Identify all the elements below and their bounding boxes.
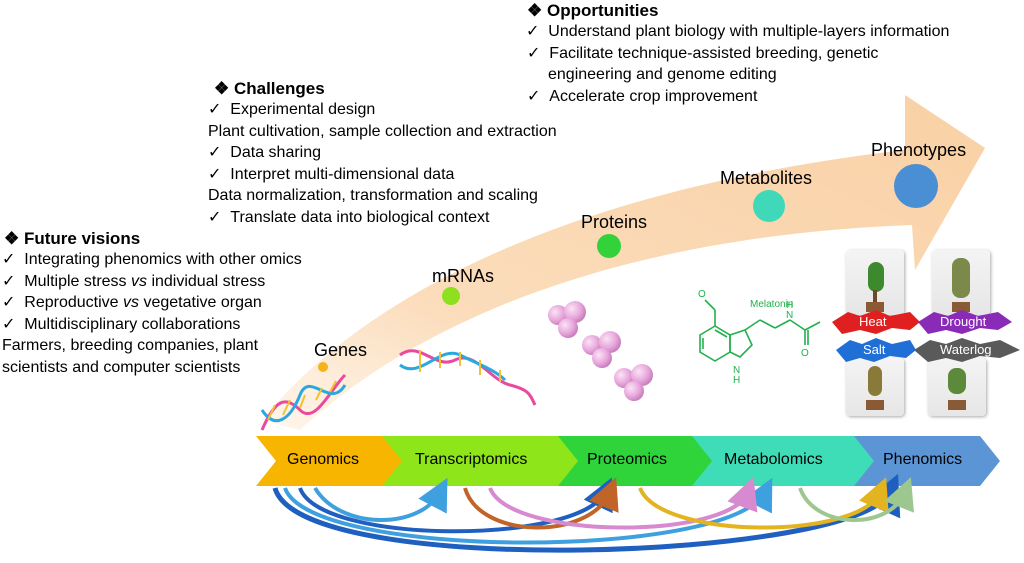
node-proteins xyxy=(597,234,621,258)
level-label-proteins: Proteins xyxy=(581,212,648,232)
chevron-proteomics xyxy=(558,436,714,486)
opportunities-heading: ❖ Opportunities xyxy=(527,1,659,20)
arrow-transcriptomics-metabolomics xyxy=(488,477,758,530)
arrow-metabolomics-phenomics xyxy=(798,477,914,522)
future-visions-item: ✓ Multidisciplinary collaborations xyxy=(2,315,241,333)
chevron-transcriptomics xyxy=(382,436,580,486)
challenges-item: Plant cultivation, sample collection and… xyxy=(208,122,557,140)
svg-text:O: O xyxy=(801,348,809,359)
big-arrow-shape xyxy=(262,95,985,430)
challenges-item: ✓ Data sharing xyxy=(208,144,322,161)
opportunities-item: ✓ Facilitate technique-assisted breeding… xyxy=(527,44,879,62)
challenges-item: ✓ Translate data into biological context xyxy=(208,208,490,226)
opportunities-section: ❖ Opportunities ✓ Understand plant biolo… xyxy=(526,0,950,107)
plant-photo-drought xyxy=(932,250,990,315)
plant-photo-waterlog xyxy=(928,358,986,416)
arrow-proteomics-phenomics xyxy=(638,477,889,530)
stress-label-waterlog: Waterlog xyxy=(940,342,992,357)
challenges-heading: ❖ Challenges xyxy=(214,79,325,98)
omics-label-metabolomics: Metabolomics xyxy=(724,451,823,468)
opportunities-item: ✓ Understand plant biology with multiple… xyxy=(526,23,950,40)
drought-badge-icon xyxy=(918,310,1012,334)
arrow-genomics-transcriptomics xyxy=(313,477,448,522)
svg-text:N: N xyxy=(786,310,793,321)
future-visions-item: scientists and computer scientists xyxy=(2,358,241,376)
diamond-bullet-icon: ❖ xyxy=(214,79,234,98)
omics-label-transcriptomics: Transcriptomics xyxy=(415,451,528,468)
plant-photo-salt xyxy=(846,358,904,416)
level-label-mrnas: mRNAs xyxy=(432,266,494,286)
protein-molecule-icon xyxy=(548,301,586,338)
omics-label-proteomics: Proteomics xyxy=(587,451,668,468)
arrow-genomics-metabolomics xyxy=(283,477,773,545)
salt-badge-icon xyxy=(836,338,916,362)
future-visions-item: ✓ Reproductive vs vegetative organ xyxy=(2,294,262,311)
svg-text:H: H xyxy=(733,375,740,386)
node-genes xyxy=(318,362,328,372)
plant-photo-heat xyxy=(846,250,904,315)
arrow-transcriptomics-proteomics xyxy=(463,477,619,530)
dna-helix-icon xyxy=(260,373,347,431)
future-visions-section: ❖ Future visions ✓ Integrating phenomics… xyxy=(2,228,302,378)
protein-molecule-icon xyxy=(582,331,621,368)
opportunities-item: ✓ Accelerate crop improvement xyxy=(527,87,758,105)
protein-molecule-icon xyxy=(614,364,653,401)
level-label-metabolites: Metabolites xyxy=(720,168,813,188)
future-visions-item: ✓ Integrating phenomics with other omics xyxy=(2,251,302,268)
challenges-section: ❖ Challenges ✓ Experimental design Plant… xyxy=(208,78,557,228)
stress-label-heat: Heat xyxy=(859,314,887,329)
stress-label-drought: Drought xyxy=(940,314,987,329)
node-metabolites xyxy=(753,190,785,222)
node-mrnas xyxy=(442,287,460,305)
chevron-genomics xyxy=(256,436,404,486)
challenges-item: ✓ Interpret multi-dimensional data xyxy=(208,165,455,183)
mrna-helix-icon xyxy=(399,349,537,406)
waterlog-badge-icon xyxy=(914,338,1020,362)
svg-text:O: O xyxy=(698,289,706,300)
future-visions-heading: ❖ Future visions xyxy=(4,229,141,248)
diamond-bullet-icon: ❖ xyxy=(4,229,24,248)
future-visions-item: ✓ Multiple stress vs individual stress xyxy=(2,272,266,290)
stress-label-salt: Salt xyxy=(863,342,886,357)
svg-text:N: N xyxy=(733,365,740,376)
level-label-genes: Genes xyxy=(314,340,368,360)
diamond-bullet-icon: ❖ xyxy=(527,1,547,20)
chevron-phenomics xyxy=(854,436,1000,486)
molecule-label: Melatonin xyxy=(750,299,794,310)
svg-text:H: H xyxy=(786,300,793,311)
chevron-metabolomics xyxy=(692,436,876,486)
level-label-phenotypes: Phenotypes xyxy=(871,140,967,160)
omics-label-phenomics: Phenomics xyxy=(883,451,963,468)
challenges-item: ✓ Experimental design xyxy=(208,101,376,118)
arrow-genomics-proteomics xyxy=(298,477,613,534)
opportunities-item: engineering and genome editing xyxy=(548,66,777,83)
future-visions-item: Farmers, breeding companies, plant xyxy=(2,337,259,354)
challenges-item: Data normalization, transformation and s… xyxy=(208,187,538,204)
omics-label-genomics: Genomics xyxy=(287,451,360,468)
heat-badge-icon xyxy=(832,310,920,334)
node-phenotypes xyxy=(894,164,938,208)
